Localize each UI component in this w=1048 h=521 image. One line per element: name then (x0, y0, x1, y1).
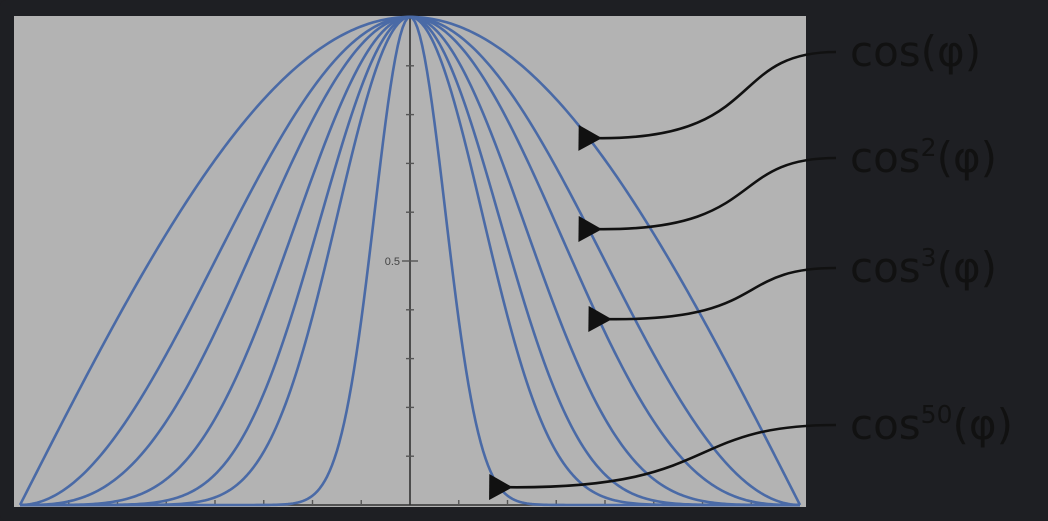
annotation-arrow (588, 266, 837, 332)
annotation-base: cos (850, 133, 921, 182)
annotation-arg: (φ) (921, 27, 981, 76)
annotation-base: cos (850, 27, 921, 76)
curve-cos-power-50 (20, 15, 800, 507)
annotation-power: 2 (921, 133, 937, 162)
annotation-arrow (489, 423, 837, 501)
annotation-label: cos50(φ) (850, 400, 1013, 449)
annotation-arg: (φ) (937, 133, 997, 182)
annotations-layer: cos(φ)cos2(φ)cos3(φ)cos50(φ) (489, 27, 1013, 501)
ticks-layer: 0.5 (68, 65, 752, 505)
curves-layer (18, 15, 802, 507)
annotation-base: cos (850, 400, 921, 449)
annotation-label: cos(φ) (850, 27, 981, 76)
annotation-power: 50 (921, 400, 953, 429)
annotation-label: cos3(φ) (850, 243, 997, 292)
y-tick-label: 0.5 (385, 256, 400, 268)
annotation-power: 3 (921, 243, 937, 272)
annotation-base: cos (850, 243, 921, 292)
annotation-label: cos2(φ) (850, 133, 997, 182)
annotation-arg: (φ) (952, 400, 1012, 449)
annotation-arrow (578, 156, 837, 242)
annotation-arg: (φ) (937, 243, 997, 292)
annotation-arrow (578, 50, 837, 151)
